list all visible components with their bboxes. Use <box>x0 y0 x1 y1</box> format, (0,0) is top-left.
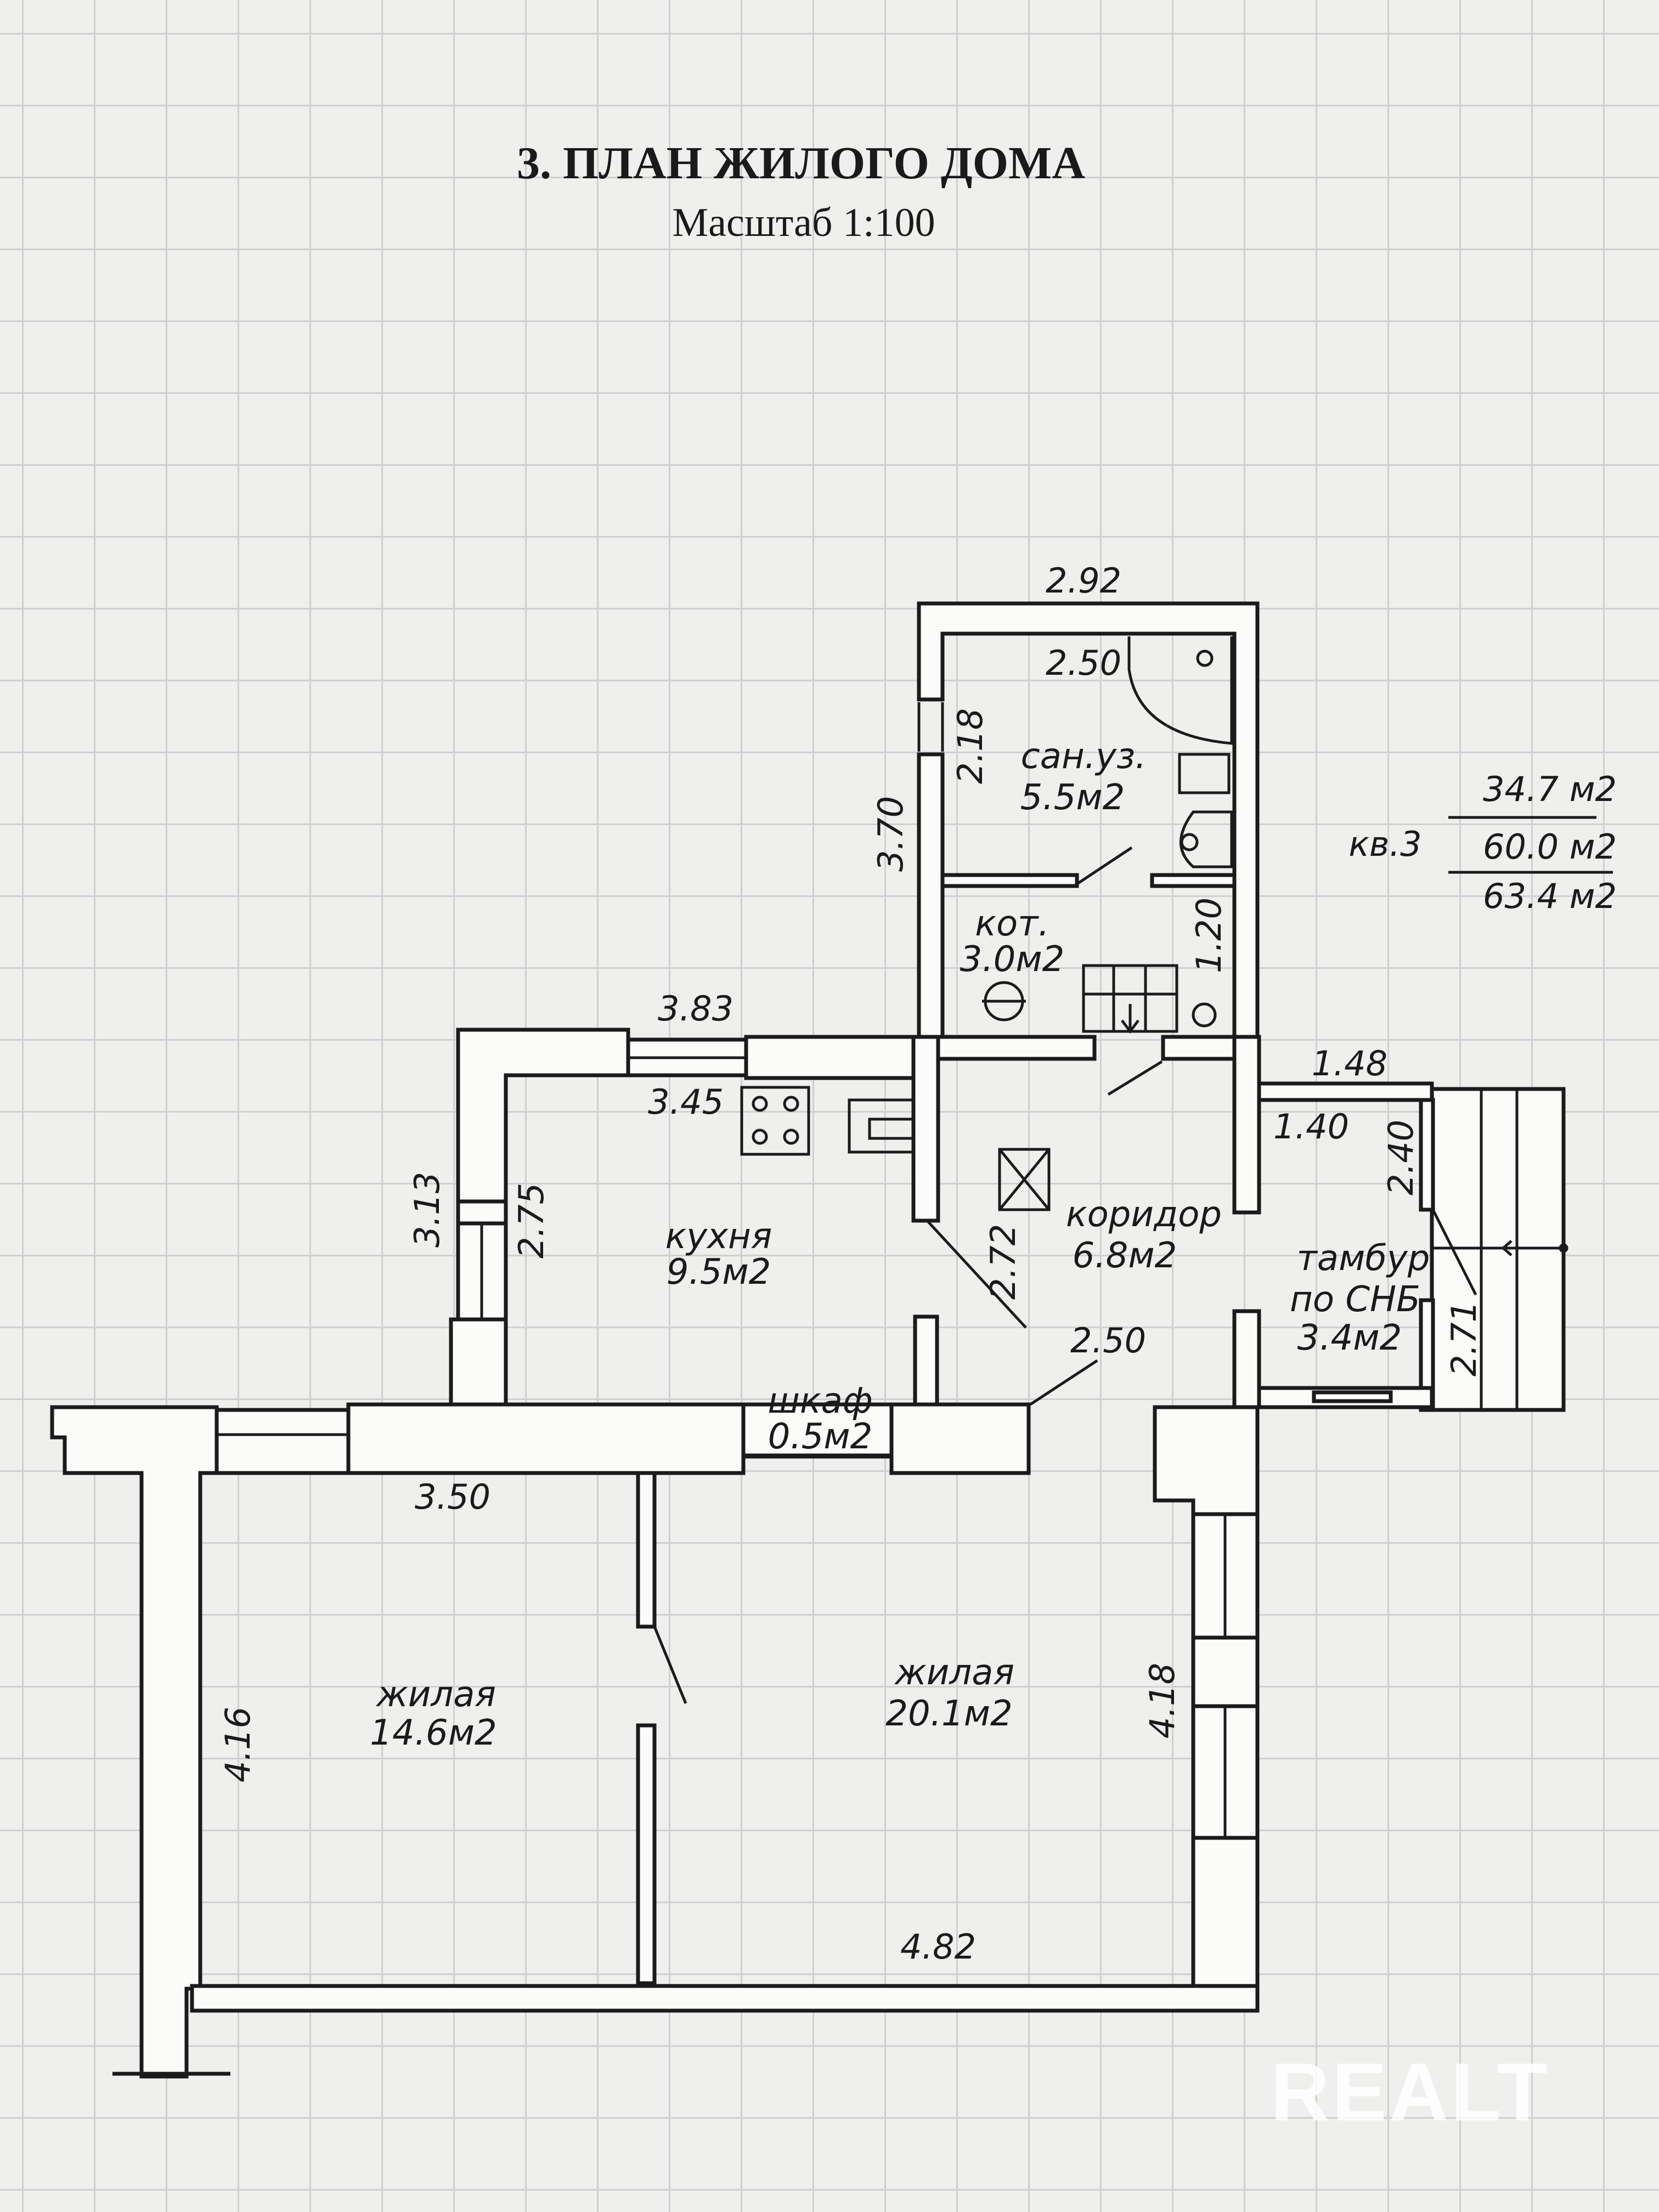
dimension-labels: 2.92 2.50 2.18 3.70 1.20 3.83 3.45 3.13 … <box>218 561 1484 1967</box>
closet-door-line <box>1029 1359 1098 1406</box>
vestibule-door-jamb <box>1419 1098 1435 1212</box>
kitchen-corridor-wall <box>911 1035 940 1223</box>
dim-2-50-bath: 2.50 <box>1046 643 1121 683</box>
dim-3-83: 3.83 <box>658 989 733 1029</box>
living-right-area: 20.1м2 <box>885 1694 1013 1734</box>
apartment-area-gross: 63.4 м2 <box>1483 876 1617 916</box>
dim-3-45: 3.45 <box>648 1082 724 1122</box>
apartment-label: кв.3 <box>1348 824 1421 864</box>
kitchen-fixtures <box>740 1086 1051 1211</box>
vestibule-top-wall <box>1257 1081 1434 1102</box>
corridor-right-wall <box>1232 1035 1261 1215</box>
vestibule-door <box>1431 1209 1477 1296</box>
living-top-wall-right <box>889 1402 1031 1475</box>
partition-upper <box>636 1471 657 1629</box>
living-door <box>653 1626 687 1704</box>
plan-scale: Масштаб 1:100 <box>672 200 935 245</box>
drain-icon <box>1196 650 1214 667</box>
dim-2-40: 2.40 <box>1381 1120 1421 1195</box>
corridor-area: 6.8м2 <box>1073 1235 1177 1276</box>
bathroom-name: сан.уз. <box>1021 736 1147 777</box>
corridor-door <box>1107 1060 1163 1096</box>
kitchen-top-wall-right <box>744 1035 921 1080</box>
bathroom-door <box>1077 846 1133 885</box>
dim-2-75: 2.75 <box>511 1183 551 1259</box>
corridor-top-wall <box>917 1035 1097 1061</box>
sink-icon <box>1178 753 1231 794</box>
vestibule-name: тамбур <box>1297 1238 1430 1279</box>
kitchen-area: 9.5м2 <box>667 1252 771 1293</box>
dim-1-48: 1.48 <box>1312 1043 1387 1084</box>
bathroom-partition-right <box>1150 873 1237 888</box>
corridor-right-wall-lower <box>1232 1309 1261 1409</box>
partition-lower <box>636 1723 657 1985</box>
living-bottom-wall <box>190 1984 1260 2013</box>
closet-area: 0.5м2 <box>768 1417 873 1457</box>
boiler-area: 3.0м2 <box>960 939 1065 980</box>
apartment-area-living: 34.7 м2 <box>1483 769 1617 809</box>
bathroom-fixtures <box>982 636 1233 1034</box>
dim-3-13: 3.13 <box>407 1172 447 1248</box>
vestibule-right-wall <box>1419 1298 1435 1412</box>
closet-name: шкаф <box>768 1381 872 1421</box>
dim-2-92: 2.92 <box>1046 561 1121 601</box>
living-left-area: 14.6м2 <box>370 1713 497 1753</box>
living-left-name: жилая <box>375 1674 496 1715</box>
bathroom-area: 5.5м2 <box>1020 777 1125 818</box>
vestibule-name-2: по СНБ <box>1290 1279 1420 1320</box>
living-walls <box>50 1402 1260 2079</box>
kitchen-name: кухня <box>665 1216 772 1257</box>
vestibule-walls <box>1257 1081 1568 1412</box>
kitchen-left-stub <box>456 1199 508 1227</box>
bathroom-partition-left <box>940 873 1079 888</box>
kitchen-sink-icon <box>848 1098 915 1154</box>
middle-walls <box>449 1028 1432 1409</box>
stove-icon <box>740 1086 810 1156</box>
dim-4-82: 4.82 <box>900 1927 976 1967</box>
living-left-wall <box>50 1405 219 2079</box>
dim-2-71: 2.71 <box>1444 1301 1484 1376</box>
ventilation-icon <box>998 1148 1051 1211</box>
kitchen-top-wall <box>456 1028 630 1206</box>
vestibule-window <box>1312 1390 1393 1403</box>
floor-drain-icon <box>1192 1002 1217 1028</box>
living-top-wall <box>346 1402 746 1475</box>
dim-2-50-corridor: 2.50 <box>1070 1321 1146 1361</box>
bathroom-block-walls <box>917 601 1260 1042</box>
vestibule-area: 3.4м2 <box>1297 1318 1402 1358</box>
dim-4-16: 4.16 <box>218 1707 258 1782</box>
bathroom-outer-wall <box>917 601 1260 1042</box>
dim-2-18: 2.18 <box>950 708 990 784</box>
dim-1-40: 1.40 <box>1273 1107 1349 1147</box>
apartment-area-block: кв.3 34.7 м2 60.0 м2 63.4 м2 <box>1348 769 1617 916</box>
boiler-name: кот. <box>975 904 1049 944</box>
plan-title: 3. ПЛАН ЖИЛОГО ДОМА <box>517 138 1085 189</box>
living-right-name: жилая <box>894 1652 1014 1693</box>
dim-4-18: 4.18 <box>1142 1663 1182 1739</box>
dim-1-20: 1.20 <box>1189 898 1229 973</box>
apartment-area-total: 60.0 м2 <box>1483 827 1617 867</box>
bathroom-left-wall-lower <box>917 752 945 1042</box>
dim-3-50: 3.50 <box>415 1477 490 1517</box>
shower-icon <box>1127 636 1233 745</box>
living-left-window <box>215 1408 351 1475</box>
corridor-stub-wall <box>913 1314 939 1407</box>
dim-3-70: 3.70 <box>871 796 911 872</box>
room-labels: сан.уз. 5.5м2 кот. 3.0м2 кухня 9.5м2 кор… <box>370 736 1430 1753</box>
corridor-name: коридор <box>1066 1194 1222 1235</box>
dim-2-72: 2.72 <box>983 1224 1023 1300</box>
toilet-icon <box>1180 810 1233 868</box>
realt-watermark: REALT <box>1271 2046 1550 2138</box>
kitchen-left-wall-lower <box>449 1317 508 1409</box>
